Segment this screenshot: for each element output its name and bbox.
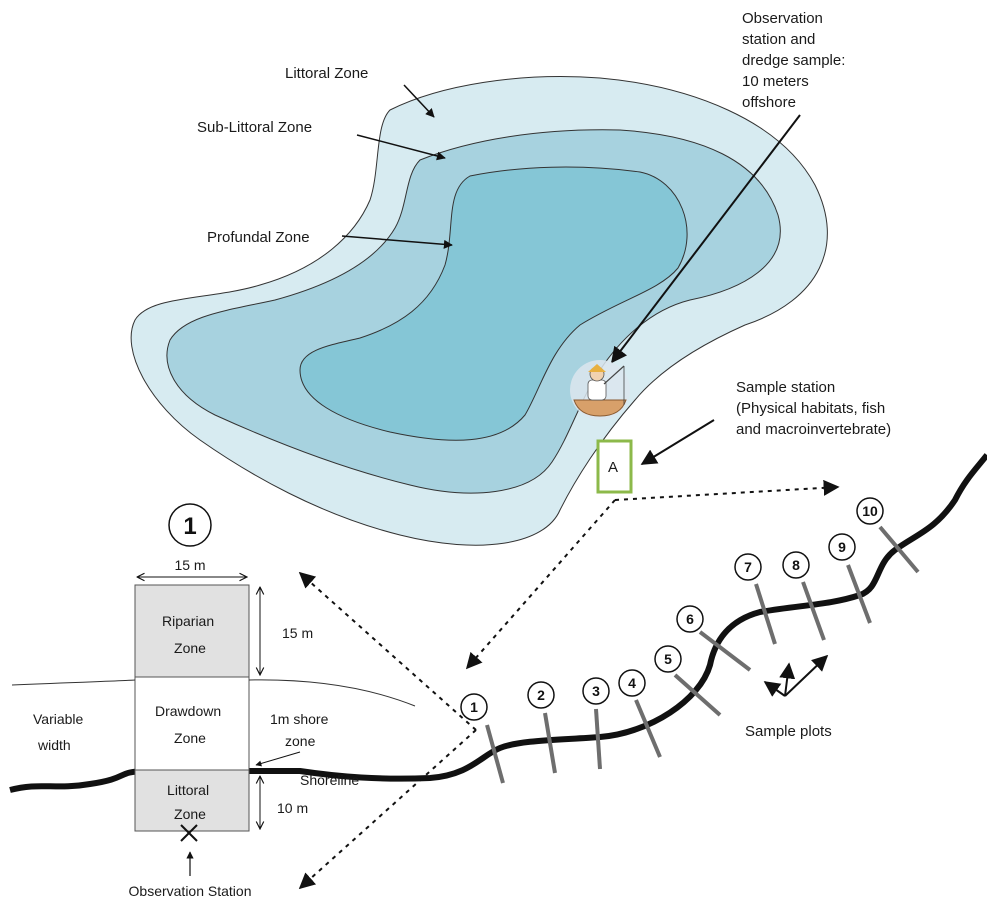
littoral-depth-label: 10 m	[277, 800, 308, 816]
sample-plot-badge	[734, 553, 762, 581]
profundal-zone-area	[299, 166, 688, 441]
observation-station-x-icon	[180, 824, 198, 842]
sample-plot-badge	[654, 645, 682, 673]
profundal-zone-pointer	[341, 235, 453, 249]
sample-plot-stake	[485, 724, 505, 784]
sample-plot-8: 8	[782, 551, 826, 641]
sample-plot-stake	[594, 708, 602, 770]
sample-plot-number: 2	[537, 687, 545, 703]
shore-zone-label: 1m shore zone	[270, 711, 332, 749]
drawdown-zone-label: Drawdown Zone	[155, 703, 225, 746]
sample-station-line: and macroinvertebrate)	[736, 421, 891, 438]
sample-plot-6: 6	[676, 605, 752, 672]
sample-plot-3: 3	[582, 677, 610, 770]
sample-plot-number: 6	[686, 611, 694, 627]
sample-plot-markers: 1 2 3 4 5 6 7 8 9 10	[460, 497, 920, 784]
sample-station-line: Sample station	[736, 379, 835, 396]
drawdown-zone-box	[134, 676, 250, 771]
sample-plot-1: 1	[460, 693, 505, 784]
sample-plot-9: 9	[828, 533, 872, 624]
sample-plot-stake	[878, 525, 920, 574]
sample-plot-7: 7	[734, 553, 777, 645]
sample-plot-stake	[846, 564, 872, 624]
observation-note-line: 10 meters	[742, 73, 809, 90]
sample-plots-label: Sample plots	[745, 723, 832, 740]
plot-detail-number-badge	[168, 503, 212, 547]
riparian-zone-label: Riparian Zone	[162, 613, 218, 656]
littoral-plot-box	[134, 769, 250, 832]
expand-arrow-down	[465, 499, 616, 670]
sample-plot-number: 8	[792, 557, 800, 573]
sample-plot-badge	[618, 669, 646, 697]
sample-plot-stake	[634, 699, 662, 758]
sample-plot-stake	[698, 630, 752, 672]
observation-station-label: Observation Station	[129, 883, 252, 899]
profundal-zone-label: Profundal Zone	[207, 229, 310, 246]
riparian-depth-label: 15 m	[282, 625, 313, 641]
fishing-boat-icon	[570, 360, 630, 420]
drawdown-zone-line: Zone	[174, 730, 206, 746]
expand-arrow-right	[614, 479, 840, 501]
sample-plot-2: 2	[527, 681, 557, 774]
sample-plot-badge	[676, 605, 704, 633]
sample-plot-stake	[543, 712, 557, 774]
littoral-plot-line: Zone	[174, 806, 206, 822]
littoral-zone-label: Littoral Zone	[285, 65, 368, 82]
sample-plot-number: 10	[862, 503, 878, 519]
sample-plot-number: 4	[628, 675, 636, 691]
sample-plot-badge	[582, 677, 610, 705]
sample-plot-4: 4	[618, 669, 662, 758]
shore-zone-pointer	[255, 751, 301, 767]
shore-zone-line: 1m shore	[270, 711, 329, 727]
sample-plot-number: 5	[664, 651, 672, 667]
sample-plot-stake	[754, 583, 777, 645]
variable-width-line: width	[37, 737, 71, 753]
sample-plot-number: 3	[592, 683, 600, 699]
drawdown-zone-line: Drawdown	[155, 703, 221, 719]
width-label: 15 m	[174, 557, 205, 573]
observation-note-line: dredge sample:	[742, 52, 845, 69]
observation-pointer	[611, 114, 801, 364]
sub-littoral-zone-label: Sub-Littoral Zone	[197, 119, 312, 136]
riparian-zone-box	[134, 584, 250, 678]
sample-plot-5: 5	[654, 645, 722, 717]
detail-arrow-down	[298, 729, 477, 890]
variable-width-label: Variable width	[33, 711, 87, 753]
observation-note: Observation station and dredge sample: 1…	[742, 10, 850, 111]
detail-arrow-up	[298, 571, 477, 731]
sample-station-marker	[596, 439, 633, 494]
sample-plot-number: 9	[838, 539, 846, 555]
high-water-line	[11, 679, 416, 707]
riparian-zone-line: Zone	[174, 640, 206, 656]
shore-zone-line: zone	[285, 733, 316, 749]
sample-station-letter: A	[608, 459, 618, 476]
riparian-zone-line: Riparian	[162, 613, 214, 629]
sample-plot-badge	[782, 551, 810, 579]
sample-plot-number: 1	[470, 699, 478, 715]
sample-plot-10: 10	[856, 497, 920, 574]
sample-plot-stake	[801, 581, 826, 641]
sample-plot-stake	[673, 673, 722, 717]
littoral-plot-label: Littoral Zone	[167, 782, 213, 822]
shoreline-label: Shoreline	[300, 772, 359, 788]
variable-width-line: Variable	[33, 711, 84, 727]
sample-plot-number: 7	[744, 559, 752, 575]
sample-plot-badge	[856, 497, 884, 525]
sample-station-line: (Physical habitats, fish	[736, 400, 885, 417]
sample-plot-badge	[460, 693, 488, 721]
plot-detail-number: 1	[183, 513, 196, 540]
sample-station-label: Sample station (Physical habitats, fish …	[736, 379, 891, 438]
sub-littoral-zone-pointer	[356, 134, 446, 161]
sample-plot-badge	[527, 681, 555, 709]
observation-note-line: station and	[742, 31, 815, 48]
sample-plot-badge	[828, 533, 856, 561]
sample-plots-pointers	[763, 654, 829, 697]
littoral-zone-pointer	[403, 84, 435, 118]
observation-note-line: offshore	[742, 94, 796, 111]
observation-note-line: Observation	[742, 10, 823, 27]
sample-station-pointer	[640, 419, 715, 465]
littoral-plot-line: Littoral	[167, 782, 209, 798]
